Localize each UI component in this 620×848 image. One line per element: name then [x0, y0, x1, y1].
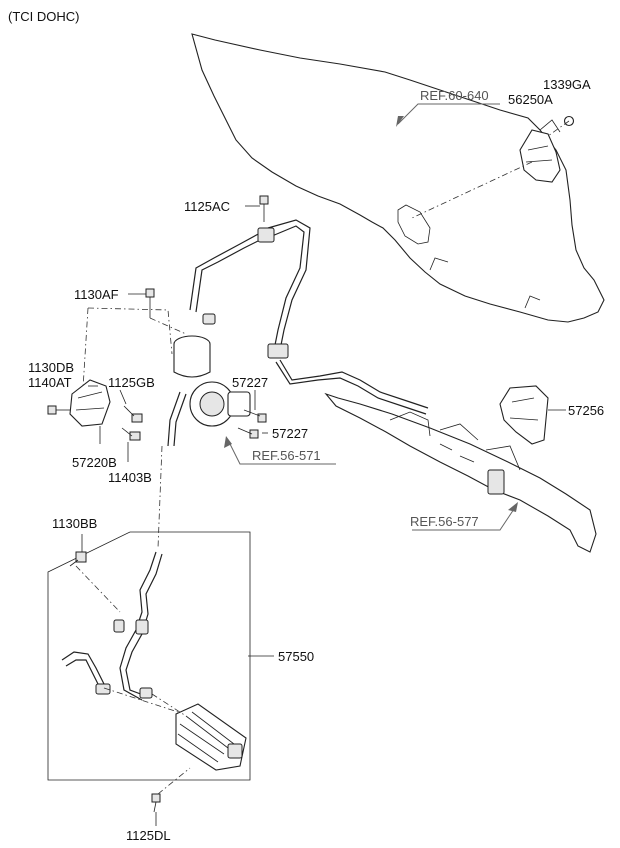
- ref-front-panel: REF.60-640: [420, 88, 489, 103]
- label-1125DL: 1125DL: [126, 828, 171, 843]
- pump-bracket-57220B: [69, 379, 111, 427]
- label-1125GB: 1125GB: [108, 375, 155, 390]
- leader-1130DB: [87, 307, 173, 355]
- oil-cooler-hoses: [61, 551, 163, 701]
- ref-front-panel-callout: [396, 103, 500, 127]
- bolt-1140AT: [47, 405, 70, 415]
- label-57220B: 57220B: [72, 455, 117, 470]
- label-1339GA: 1339GA: [543, 77, 591, 92]
- label-1130AF: 1130AF: [74, 287, 119, 302]
- oil-cooler-core: [175, 703, 247, 771]
- bracket-56250A: [519, 129, 561, 183]
- leader-56250A: [411, 161, 533, 219]
- label-1125AC: 1125AC: [184, 199, 230, 214]
- bolt-1130BB: [69, 551, 87, 567]
- bolt-1125AC: [259, 195, 269, 222]
- bolt-1130AF: [145, 288, 155, 318]
- engine-variant-label: (TCI DOHC): [8, 9, 80, 24]
- ref-pump-callout: [224, 436, 336, 465]
- return-line-leader: [157, 445, 163, 549]
- bolt-57227-upper: [243, 409, 267, 423]
- bolt-1125DL: [151, 793, 161, 813]
- bolt-1125GB: [123, 405, 143, 423]
- ref-pump: REF.56-571: [252, 448, 321, 463]
- power-steering-pump: [167, 381, 251, 447]
- bolt-57227-lower: [237, 427, 259, 439]
- reservoir: [173, 313, 216, 378]
- label-56250A: 56250A: [508, 92, 553, 107]
- ref-gear-box: REF.56-577: [410, 514, 479, 529]
- label-1140AT: 1140AT: [28, 375, 72, 390]
- bolt-11403B: [121, 427, 141, 441]
- label-57550: 57550: [278, 649, 314, 664]
- pressure-hose: [189, 219, 429, 415]
- front-panel-outline: [191, 33, 605, 323]
- label-1130DB: 1130DB: [28, 360, 74, 375]
- leader-1339GA: [547, 120, 570, 137]
- steering-gear-rack: [324, 392, 597, 553]
- leader-1130BB: [75, 565, 121, 613]
- label-57227-upper: 57227: [232, 375, 268, 390]
- label-1130BB: 1130BB: [52, 516, 97, 531]
- label-leaders: [81, 205, 566, 826]
- ref-gear-box-callout: [412, 502, 518, 531]
- label-11403B: 11403B: [108, 470, 152, 485]
- leader-1125DL: [157, 767, 191, 795]
- label-57227-lower: 57227: [272, 426, 308, 441]
- bracket-57256: [499, 385, 549, 445]
- leader-1130AF: [149, 317, 187, 335]
- label-57256: 57256: [568, 403, 604, 418]
